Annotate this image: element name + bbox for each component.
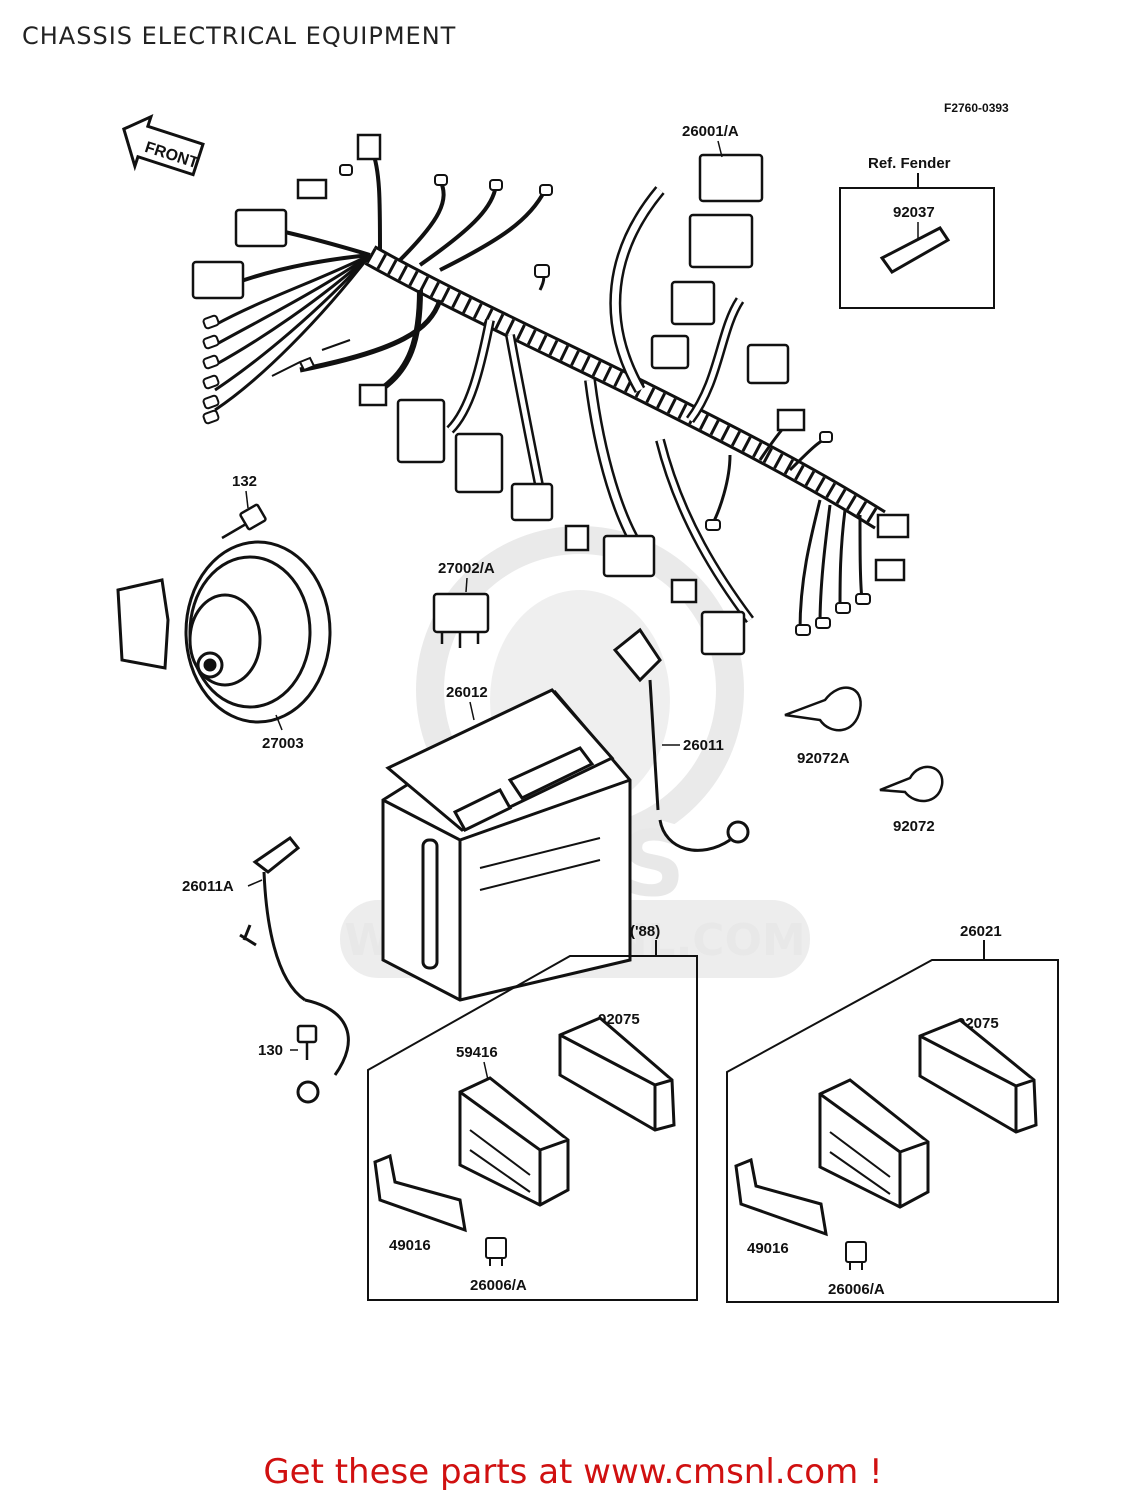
bolt-icon — [296, 1024, 318, 1060]
connector-icon — [602, 534, 656, 578]
connector-icon — [700, 610, 746, 656]
ref-fender-box: Ref. Fender 92037 — [839, 155, 995, 309]
connector-icon — [670, 280, 716, 326]
page-title: CHASSIS ELECTRICAL EQUIPMENT — [22, 22, 457, 50]
footer-link[interactable]: Get these parts at www.cmsnl.com ! — [263, 1452, 883, 1492]
connector-icon — [670, 578, 698, 604]
front-arrow-icon: FRONT — [122, 114, 205, 177]
pad-icon — [558, 1016, 676, 1132]
junction-box-icon — [458, 1076, 570, 1207]
part-92072-label: 92072 — [893, 818, 935, 835]
horn-icon — [116, 540, 332, 724]
figure-code: F2760-0393 — [944, 101, 1009, 115]
ground-lead-icon — [239, 835, 350, 1104]
relay-icon — [432, 592, 490, 648]
fender-bracket-icon — [879, 226, 951, 274]
bracket-icon — [373, 1153, 467, 1233]
part-26001-label: 26001/A — [682, 123, 739, 140]
connector-icon — [650, 334, 690, 370]
battery-lead-icon — [612, 627, 750, 852]
connector-icon — [688, 213, 754, 269]
ref-fender-title: Ref. Fender — [868, 155, 951, 172]
connector-icon — [776, 408, 806, 432]
battery-icon — [381, 688, 632, 1002]
part-26011A-label: 26011A — [182, 878, 234, 895]
fuse-icon — [485, 1237, 507, 1266]
connector-icon — [454, 432, 504, 494]
pad-icon — [918, 1018, 1038, 1134]
group-88-bracket-label: 49016 — [389, 1237, 431, 1254]
group-88-jbox-label: 59416 — [456, 1044, 498, 1061]
group-88-fuse-label: 26006/A — [470, 1277, 527, 1294]
connector-icon — [396, 398, 446, 464]
connector-icon — [356, 133, 382, 161]
bracket-icon — [734, 1157, 828, 1237]
connector-icon — [874, 558, 906, 582]
group-26021-fuse-label: 26006/A — [828, 1281, 885, 1298]
group-26021-box: 26021 92075 49016 26006/A — [726, 923, 1059, 1303]
part-27002-label: 27002/A — [438, 560, 495, 577]
connector-icon — [876, 513, 910, 539]
connector-icon — [234, 208, 288, 248]
group-26021-bracket-label: 49016 — [747, 1240, 789, 1257]
connector-icon — [510, 482, 554, 522]
part-26012-label: 26012 — [446, 684, 488, 701]
part-27003-label: 27003 — [262, 735, 304, 752]
group-26021-label: 26021 — [960, 923, 1002, 940]
group-88-box: ('88) 92075 59416 49016 26006/A — [367, 923, 698, 1301]
wiring-harness — [214, 149, 886, 631]
connector-icon — [191, 260, 245, 300]
junction-box-icon — [818, 1078, 930, 1209]
fuse-icon — [845, 1241, 867, 1270]
group-88-label: ('88) — [630, 923, 660, 940]
part-130-label: 130 — [258, 1042, 283, 1059]
part-132-label: 132 — [232, 473, 257, 490]
harness-connectors — [191, 133, 910, 656]
part-26011-label: 26011 — [683, 737, 724, 754]
connector-icon — [746, 343, 790, 385]
connector-icon — [698, 153, 764, 203]
connector-icon — [358, 383, 388, 407]
connector-icon — [296, 178, 328, 200]
clamp-icon — [784, 686, 944, 803]
wire-terminals — [202, 164, 871, 636]
part-92037-label: 92037 — [893, 204, 935, 221]
bolt-icon — [221, 503, 267, 540]
connector-icon — [564, 524, 590, 552]
part-92072A-label: 92072A — [797, 750, 850, 767]
